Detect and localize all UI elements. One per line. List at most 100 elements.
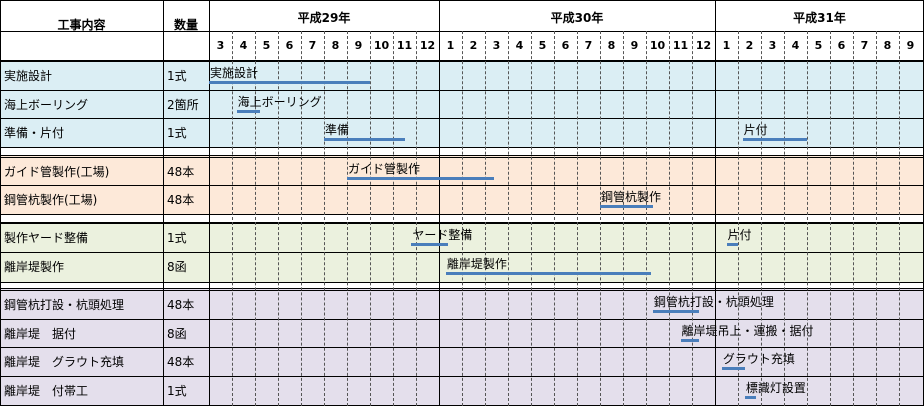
schedule-bar (411, 243, 449, 246)
month-label: 8 (331, 39, 340, 52)
year-header-h30: 平成30年 (550, 11, 604, 25)
grid-line-v (623, 31, 624, 406)
grid-line-v (899, 31, 900, 406)
bar-label: 片付 (727, 228, 752, 242)
month-label: 11 (396, 39, 413, 52)
grid-line-v (416, 31, 417, 406)
month-label: 10 (373, 39, 390, 52)
task-quantity: 1式 (167, 384, 187, 398)
bar-label: 離岸堤製作 (446, 257, 507, 271)
month-label: 7 (860, 39, 869, 52)
grid-line-v (209, 0, 210, 406)
month-label: 2 (469, 39, 478, 52)
month-label: 1 (722, 39, 731, 52)
grid-line-v (715, 0, 716, 406)
task-quantity: 8函 (167, 260, 187, 274)
bar-label: 鋼管杭製作 (601, 190, 662, 204)
grid-line-v (876, 31, 877, 406)
schedule-bar (721, 367, 745, 370)
grid-line-v (807, 31, 808, 406)
month-label: 4 (791, 39, 800, 52)
month-label: 5 (262, 39, 271, 52)
month-label: 5 (814, 39, 823, 52)
grid-line-v (485, 31, 486, 406)
task-quantity: 48本 (167, 298, 195, 312)
month-label: 2 (745, 39, 754, 52)
grid-line-v (462, 31, 463, 406)
month-label: 3 (492, 39, 501, 52)
quantity-header: 数量 (173, 18, 198, 32)
schedule-bar (209, 81, 370, 84)
grid-line-v (738, 31, 739, 406)
grid-line-v (301, 31, 302, 406)
grid-line-v (577, 31, 578, 406)
schedule-bar (347, 177, 495, 180)
month-label: 9 (354, 39, 363, 52)
grid-line-v (692, 31, 693, 406)
month-label: 4 (239, 39, 248, 52)
month-label: 1 (446, 39, 455, 52)
task-name: 離岸堤 グラウト充填 (4, 355, 125, 369)
bar-label: 鋼管杭打設・杭頭処理 (653, 295, 774, 309)
grid-line-v (531, 31, 532, 406)
month-label: 3 (216, 39, 225, 52)
task-quantity: 48本 (167, 165, 195, 179)
grid-line-v (439, 0, 440, 406)
task-name: ガイド管製作(工場) (4, 165, 110, 179)
task-quantity: 48本 (167, 355, 195, 369)
work-content-header: 工事内容 (57, 18, 106, 32)
task-name: 準備・片付 (4, 126, 65, 140)
bar-label: 実施設計 (210, 66, 259, 80)
grid-line-v (853, 31, 854, 406)
schedule-bar (236, 110, 260, 113)
year-header-h29: 平成29年 (297, 11, 351, 25)
month-label: 3 (768, 39, 777, 52)
bar-label: 片付 (743, 123, 768, 137)
grid-line-v (370, 31, 371, 406)
task-quantity: 1式 (167, 69, 187, 83)
grid-line-v (646, 31, 647, 406)
task-name: 鋼管杭打設・杭頭処理 (4, 298, 125, 312)
month-label: 7 (308, 39, 317, 52)
task-quantity: 48本 (167, 193, 195, 207)
grid-line-v (554, 31, 555, 406)
grid-line-v (347, 31, 348, 406)
month-label: 12 (695, 39, 712, 52)
month-label: 8 (607, 39, 616, 52)
month-label: 5 (538, 39, 547, 52)
grid-line-v (255, 31, 256, 406)
month-label: 11 (672, 39, 689, 52)
bar-label: ヤード整備 (412, 228, 473, 242)
task-quantity: 1式 (167, 126, 187, 140)
schedule-bar (726, 243, 738, 246)
task-quantity: 8函 (167, 327, 187, 341)
task-name: 離岸堤製作 (4, 260, 65, 274)
month-label: 9 (906, 39, 915, 52)
task-name: 離岸堤 据付 (4, 327, 77, 341)
schedule-bar (445, 272, 651, 275)
grid-line-v (830, 31, 831, 406)
schedule-bar (324, 138, 405, 141)
task-name: 実施設計 (4, 69, 53, 83)
grid-line-v (163, 0, 164, 406)
month-label: 10 (649, 39, 666, 52)
bar-label: 海上ボーリング (237, 95, 322, 109)
grid-line-v (278, 31, 279, 406)
task-name: 離岸堤 付帯工 (4, 384, 89, 398)
month-label: 9 (630, 39, 639, 52)
grid-line-v (324, 31, 325, 406)
month-label: 7 (584, 39, 593, 52)
bar-label: 準備 (325, 123, 350, 137)
task-quantity: 2箇所 (167, 98, 199, 112)
schedule-bar (744, 396, 757, 399)
grid-line-v (232, 31, 233, 406)
year-header-h31: 平成31年 (793, 11, 846, 25)
month-label: 4 (515, 39, 524, 52)
bar-label: 離岸堤吊上・運搬・据付 (681, 324, 814, 338)
task-name: 海上ボーリング (4, 98, 89, 112)
grid-line-v (393, 31, 394, 406)
bar-label: 標識灯設置 (745, 381, 806, 395)
bar-label: グラウト充填 (722, 352, 795, 366)
task-name: 鋼管杭製作(工場) (4, 193, 98, 207)
